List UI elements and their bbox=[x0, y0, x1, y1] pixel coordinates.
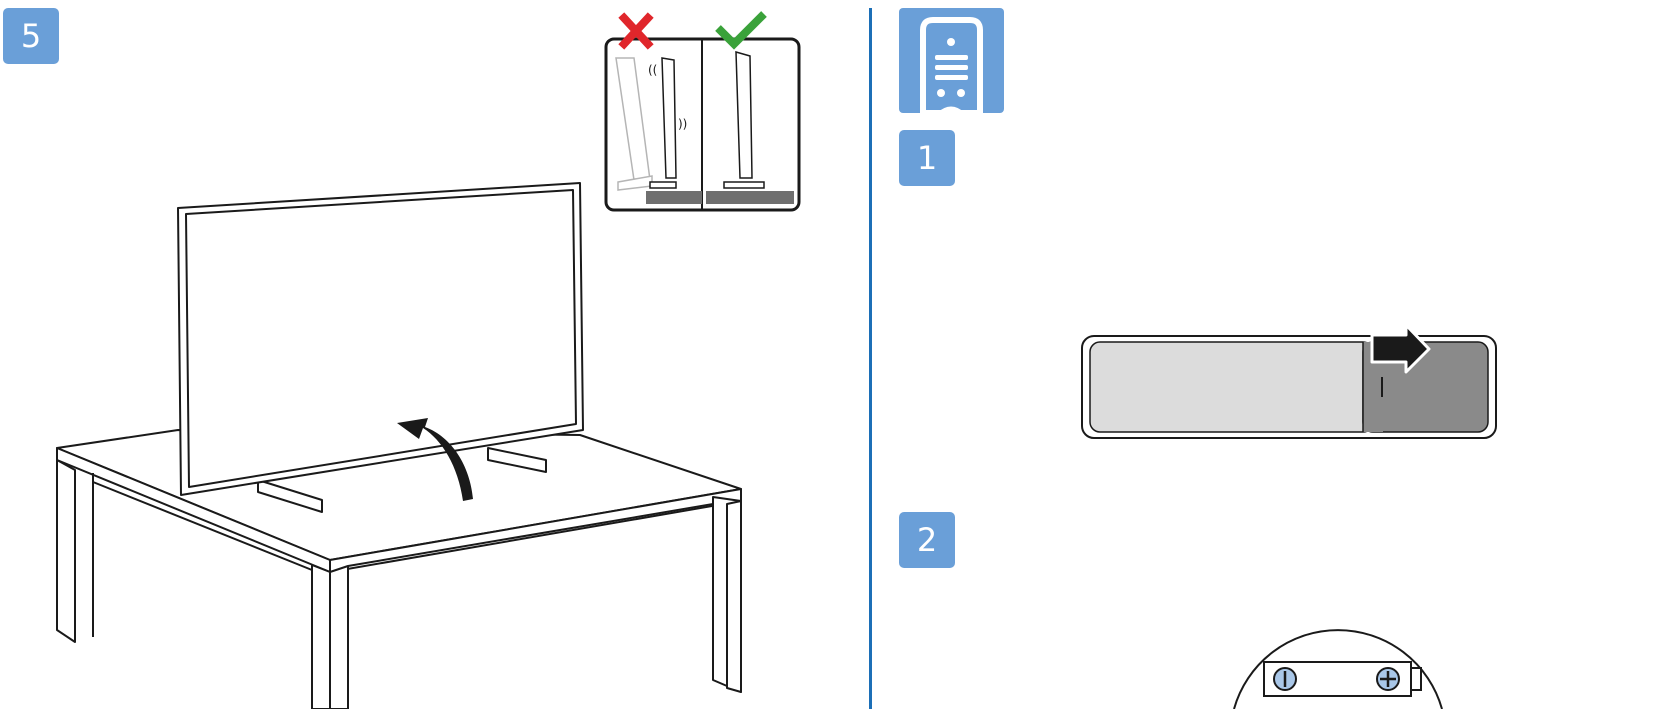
tv-foot-right bbox=[487, 447, 547, 473]
step-1-badge: 1 bbox=[899, 130, 955, 186]
wrong-table bbox=[646, 191, 702, 204]
wobble-mark-2: )) bbox=[678, 117, 687, 131]
step-5-badge: 5 bbox=[3, 8, 59, 64]
correct-table bbox=[706, 191, 794, 204]
page-divider bbox=[869, 8, 872, 709]
correct-check-icon bbox=[715, 11, 767, 50]
wobble-mark-1: (( bbox=[648, 63, 657, 77]
table-leg-right-2 bbox=[726, 500, 742, 693]
table-leg-front-2 bbox=[329, 565, 349, 709]
wrong-tv bbox=[661, 57, 677, 179]
stand-placement-inset: (( )) bbox=[604, 11, 801, 212]
battery-terminal bbox=[1410, 667, 1422, 691]
lift-arrow bbox=[397, 418, 473, 501]
tv-on-table-illustration bbox=[56, 182, 742, 709]
wrong-x-icon bbox=[618, 12, 654, 50]
correct-tv-base bbox=[723, 181, 765, 189]
battery-compartment-detail bbox=[1233, 629, 1443, 709]
remote-control-icon bbox=[899, 8, 1004, 113]
tv-foot-left bbox=[257, 479, 323, 513]
table-apron-right bbox=[347, 503, 714, 567]
tv-screen bbox=[185, 189, 577, 488]
table-apron-inner bbox=[92, 481, 313, 571]
table-leg-front bbox=[311, 564, 331, 709]
step-2-badge: 2 bbox=[899, 512, 955, 568]
correct-tv bbox=[735, 50, 753, 179]
slide-arrow-icon bbox=[1370, 325, 1431, 374]
table-leg-left bbox=[56, 459, 76, 643]
wrong-tv-base bbox=[649, 181, 677, 189]
remote-body bbox=[1089, 341, 1374, 433]
remote-back-cover-illustration bbox=[1081, 325, 1497, 439]
